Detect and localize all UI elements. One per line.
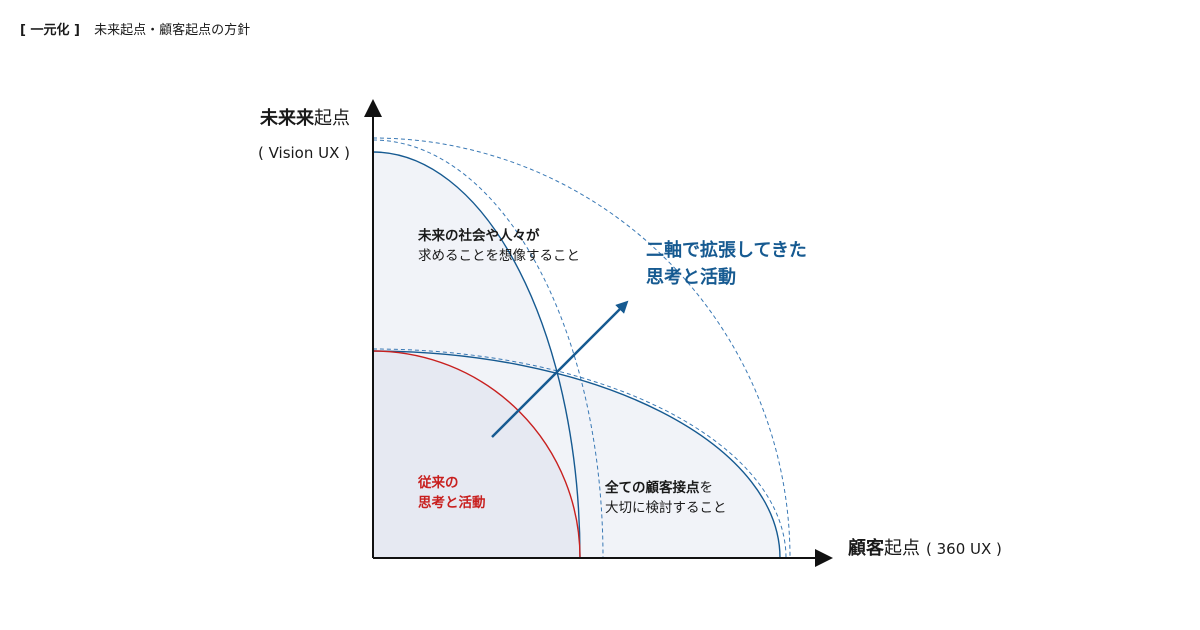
traditional-region	[373, 351, 580, 558]
customer-boundary	[372, 350, 781, 559]
customer-region-label: 全ての顧客接点を 大切に検討すること	[605, 478, 727, 518]
y-axis-title: 未来来起点	[0, 107, 350, 131]
x-axis-subtitle: ( 360 UX )	[926, 540, 1002, 558]
vision-label-line1: 未来の社会や人々が	[418, 228, 540, 244]
header-subtitle: 未来起点・顧客起点の方針	[94, 23, 251, 38]
page-header: [ 一元化 ] 未来起点・顧客起点の方針	[20, 22, 250, 40]
customer-label-line1-bold: 全ての顧客接点	[605, 480, 700, 496]
y-axis-subtitle: ( Vision UX )	[257, 144, 350, 162]
traditional-label-line2: 思考と活動	[418, 495, 486, 511]
y-axis-title-rest: 起点	[314, 108, 350, 129]
x-axis-title-bold: 顧客	[848, 538, 884, 559]
header-tag: [ 一元化 ]	[20, 23, 80, 38]
x-axis-title: 顧客起点 ( 360 UX )	[848, 537, 1002, 561]
y-axis-title-bold: 未来来	[260, 108, 314, 129]
expansion-arrow	[491, 300, 629, 438]
expanded-boundary-vision	[372, 139, 604, 559]
expanded-boundary-customer	[372, 348, 787, 559]
traditional-boundary	[372, 350, 581, 559]
expansion-label-line1: 二軸で拡張してきた	[646, 240, 807, 261]
expansion-label-line2: 思考と活動	[646, 267, 736, 288]
customer-label-line1-rest: を	[699, 480, 714, 496]
vision-boundary	[372, 151, 581, 559]
customer-label-line2: 大切に検討すること	[605, 500, 727, 516]
traditional-label-line1: 従来の	[418, 475, 459, 491]
x-axis-title-rest: 起点	[884, 538, 920, 559]
expansion-label: 二軸で拡張してきた 思考と活動	[646, 237, 807, 291]
traditional-region-label: 従来の 思考と活動	[418, 473, 486, 513]
vision-region-label: 未来の社会や人々が 求めることを想像すること	[418, 226, 580, 266]
vision-label-line2: 求めることを想像すること	[418, 248, 580, 264]
